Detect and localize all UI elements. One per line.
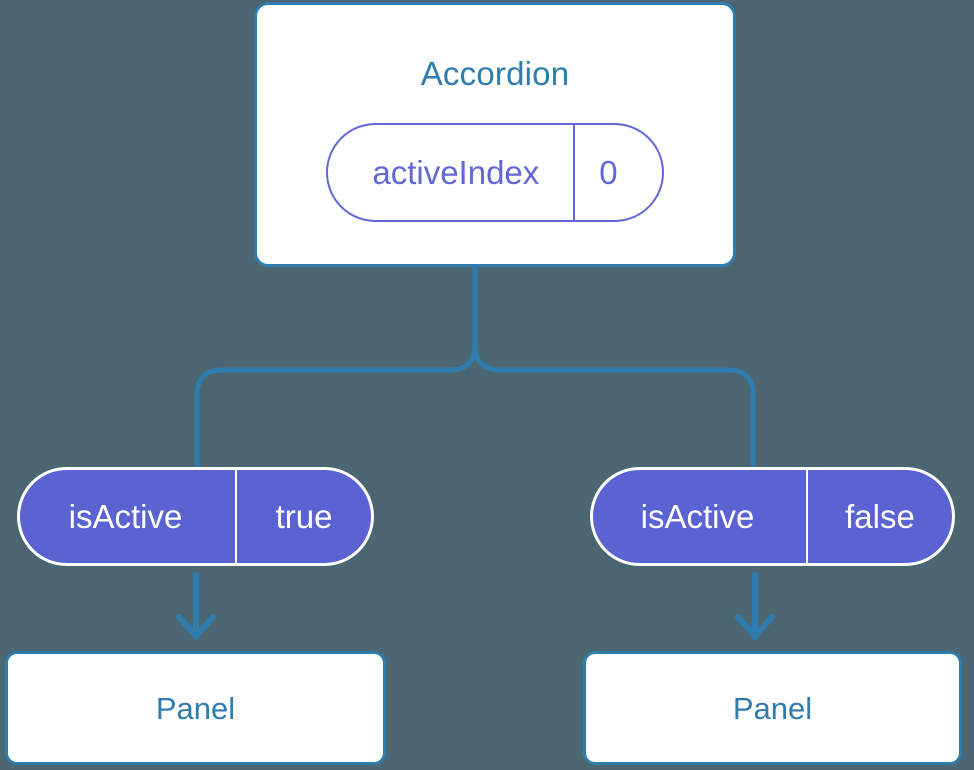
prop-pill-is-active-true[interactable]: isActive true (17, 467, 374, 566)
accordion-title: Accordion (420, 55, 570, 92)
state-key-active-index: activeIndex (372, 153, 540, 191)
prop-key-is-active-right: isActive (640, 497, 755, 535)
accordion-state-pill[interactable]: activeIndex 0 (326, 123, 664, 222)
panel-card-right[interactable]: Panel (583, 651, 962, 765)
arrow-left-pill-to-panel (176, 572, 216, 640)
prop-key-is-active-left: isActive (68, 497, 183, 535)
prop-value-is-active-left: true (235, 470, 371, 563)
panel-label-left: Panel (155, 690, 236, 726)
prop-value-is-active-right: false (806, 470, 952, 563)
panel-label-right: Panel (732, 690, 813, 726)
state-value-active-index: 0 (573, 125, 661, 220)
accordion-component-card[interactable]: Accordion activeIndex 0 (254, 2, 736, 267)
prop-pill-is-active-false[interactable]: isActive false (590, 467, 955, 566)
panel-card-left[interactable]: Panel (5, 651, 386, 765)
branch-connector-path (194, 264, 756, 473)
arrow-right-pill-to-panel (735, 572, 775, 640)
